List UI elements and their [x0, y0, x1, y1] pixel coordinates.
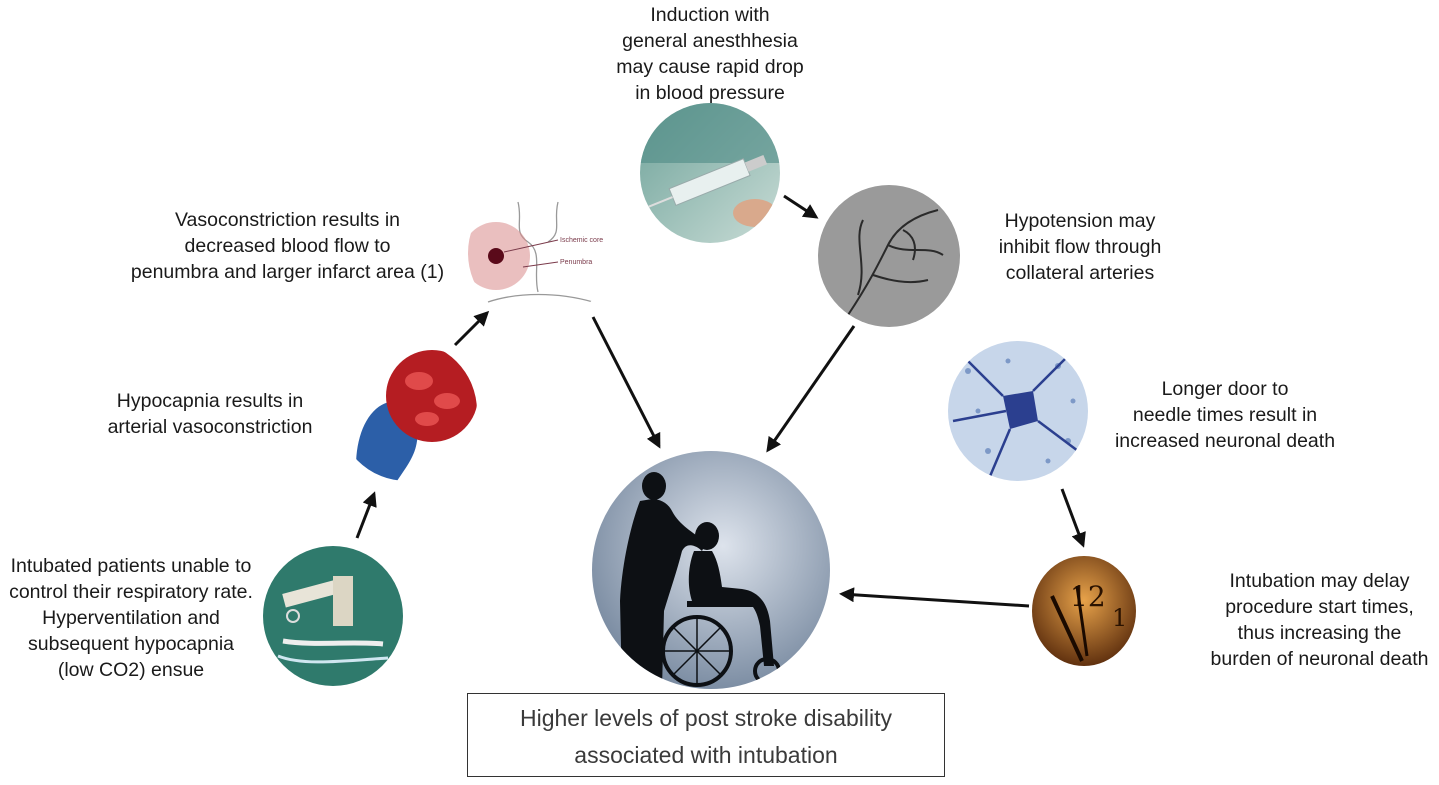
arrow-neuron-to-clock	[1060, 488, 1086, 548]
blood-vessel-icon	[337, 341, 477, 481]
brain-penumbra-icon: Ischemic core Penumbra	[468, 182, 610, 324]
brain-penumbra-image: Ischemic core Penumbra	[468, 182, 610, 324]
neuron-icon	[948, 341, 1088, 481]
neuron-image	[948, 341, 1088, 481]
clock-icon: 12 1	[1032, 556, 1136, 666]
clock-one: 1	[1112, 604, 1127, 632]
angiogram-icon	[818, 185, 960, 327]
outcome-line-2: associated with intubation	[574, 742, 838, 768]
arrow-hypocapnia-to-vasoconstriction	[453, 310, 490, 347]
syringe-icon	[640, 103, 780, 243]
clock-twelve: 12	[1070, 580, 1106, 613]
clock-image: 12 1	[1032, 556, 1136, 666]
blood-vessel-image	[337, 341, 477, 481]
wheelchair-image	[592, 451, 830, 689]
intubated-label: Intubated patients unable to control the…	[9, 555, 253, 681]
laryngoscope-icon	[263, 546, 403, 686]
wheelchair-silhouette-icon	[592, 451, 830, 689]
syringe-image	[640, 103, 780, 243]
penumbra-label: Penumbra	[560, 259, 592, 266]
arrow-clock-to-outcome	[839, 587, 1030, 608]
ischemic-core-label: Ischemic core	[560, 237, 603, 244]
arrow-vasoconstriction-to-outcome	[591, 316, 661, 449]
hypocapnia-label: Hypocapnia results in arterial vasoconst…	[107, 390, 313, 438]
angiogram-image	[818, 185, 960, 327]
delay-label: Intubation may delay procedure start tim…	[1210, 570, 1429, 670]
induction-label: Induction with general anesthhesia may c…	[616, 4, 804, 104]
arrow-intubated-to-hypocapnia	[355, 491, 377, 539]
arrow-hypotension-to-outcome	[766, 325, 856, 453]
hypotension-label: Hypotension may inhibit flow through col…	[998, 210, 1162, 284]
outcome-line-1: Higher levels of post stroke disability	[520, 705, 892, 731]
outcome-box: Higher levels of post stroke disability …	[467, 693, 945, 777]
vasoconstriction-label: Vasoconstriction results in decreased bl…	[130, 209, 445, 283]
arrow-induction-to-hypotension	[783, 194, 819, 219]
laryngoscope-image	[263, 546, 403, 686]
door-to-needle-label: Longer door to needle times result in in…	[1114, 378, 1336, 452]
